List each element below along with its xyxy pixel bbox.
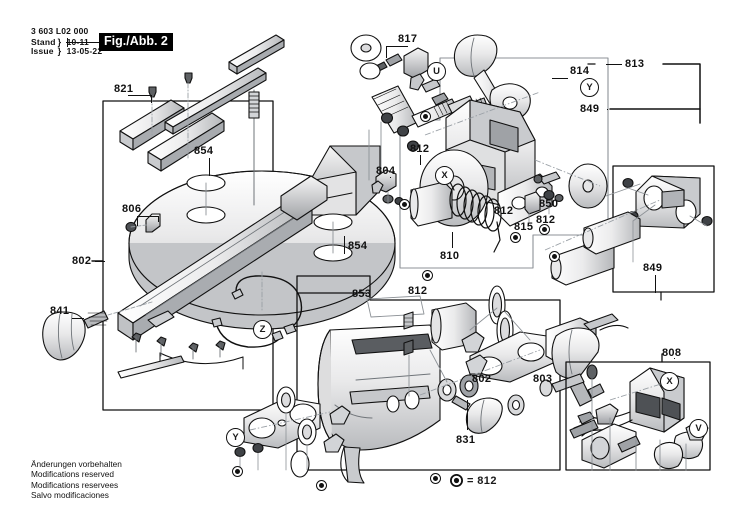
callout-letter-X-bottom: X bbox=[660, 372, 679, 391]
legend-812: = 812 bbox=[450, 474, 497, 487]
issue-date: 13-05-22 bbox=[66, 46, 103, 57]
marker-812-4 bbox=[549, 251, 560, 262]
group-frame-808 bbox=[565, 353, 711, 471]
leader-813 bbox=[606, 64, 622, 66]
part-main-casting bbox=[419, 99, 553, 227]
leader-806-h bbox=[137, 216, 159, 218]
part-label-808: 808 bbox=[662, 347, 682, 359]
part-label-812-a: 812 bbox=[410, 143, 430, 155]
part-label-821: 821 bbox=[114, 83, 134, 95]
footnote-line-4: Salvo modificaciones bbox=[31, 490, 109, 501]
part-803-parts bbox=[539, 313, 629, 407]
part-label-812-b: 812 bbox=[494, 205, 514, 217]
marker-812-3 bbox=[539, 224, 550, 235]
legend-text: = 812 bbox=[467, 474, 497, 487]
part-label-812-d: 812 bbox=[408, 285, 428, 297]
part-label-841: 841 bbox=[50, 305, 70, 317]
leader-854-bottom-v bbox=[344, 236, 346, 254]
leader-810-v bbox=[452, 232, 454, 248]
part-label-831: 831 bbox=[456, 434, 476, 446]
leader-854-top-v bbox=[209, 158, 211, 176]
leader-853 bbox=[366, 293, 367, 295]
leader-821-v bbox=[151, 95, 153, 103]
leader-817-v bbox=[386, 46, 388, 58]
part-label-854-top: 854 bbox=[194, 145, 214, 157]
part-label-849-top: 849 bbox=[580, 103, 600, 115]
part-label-804: 804 bbox=[376, 165, 396, 177]
part-806-bracket bbox=[125, 213, 161, 233]
part-853-exploded-row bbox=[386, 285, 561, 434]
callout-letter-X-mid: X bbox=[435, 166, 454, 185]
part-label-853: 853 bbox=[352, 288, 372, 300]
leader-806-v2 bbox=[158, 216, 160, 222]
callout-letter-V: V bbox=[689, 419, 708, 438]
leader-808 bbox=[674, 358, 675, 360]
marker-812-5 bbox=[422, 270, 433, 281]
footnote-line-2: Modifications reserved bbox=[31, 469, 115, 480]
part-top-washers bbox=[350, 34, 382, 80]
leader-849-top bbox=[607, 109, 608, 111]
part-821-rails bbox=[119, 34, 285, 172]
leader-841 bbox=[72, 318, 84, 320]
part-label-815: 815 bbox=[514, 221, 534, 233]
footnote-line-1: Änderungen vorbehalten bbox=[31, 459, 122, 469]
callout-letter-Y-top: Y bbox=[580, 78, 599, 97]
part-label-814: 814 bbox=[570, 65, 590, 77]
brace-top: } bbox=[57, 36, 62, 47]
stand-label: Stand bbox=[31, 36, 56, 47]
marker-812-1 bbox=[420, 111, 431, 122]
issue-label: Issue bbox=[31, 46, 54, 57]
leader-814 bbox=[552, 78, 568, 80]
misc-left-clips bbox=[117, 310, 226, 379]
leader-817 bbox=[386, 46, 408, 48]
marker-812-6 bbox=[232, 466, 243, 477]
part-817-assembly bbox=[368, 47, 459, 187]
brace-bottom: } bbox=[57, 46, 62, 57]
part-label-813: 813 bbox=[625, 58, 645, 70]
part-815-850 bbox=[524, 163, 608, 223]
leader-804 bbox=[390, 177, 391, 179]
leader-821 bbox=[128, 95, 152, 97]
leader-806-v bbox=[137, 216, 139, 226]
group-frame-813 bbox=[587, 63, 701, 124]
part-label-810: 810 bbox=[440, 250, 460, 262]
part-label-803: 803 bbox=[533, 373, 553, 385]
part-label-802-left: 802 bbox=[72, 255, 92, 267]
leader-831-v bbox=[467, 400, 469, 430]
part-label-812-c: 812 bbox=[536, 214, 556, 226]
leader-802-left bbox=[95, 261, 105, 263]
figure-number-badge: Fig./Abb. 2 bbox=[99, 33, 173, 51]
part-label-802-bottom: 802 bbox=[472, 373, 492, 385]
part-bottom-y-group bbox=[234, 386, 351, 478]
marker-812-2 bbox=[399, 199, 410, 210]
part-label-849-right: 849 bbox=[643, 262, 663, 274]
part-853-housing bbox=[317, 295, 441, 484]
leader-812a bbox=[420, 155, 422, 165]
footnote-line-3: Modifications reservees bbox=[31, 479, 119, 490]
callout-letter-Z: Z bbox=[253, 320, 272, 339]
marker-812-7 bbox=[316, 480, 327, 491]
part-label-850: 850 bbox=[539, 198, 559, 210]
part-810-spring bbox=[409, 171, 502, 253]
leader-849r-v bbox=[655, 275, 657, 293]
part-841-knob bbox=[42, 301, 153, 361]
part-808-switch bbox=[569, 364, 709, 470]
part-849-housing bbox=[550, 175, 713, 286]
callout-letter-Y-bottom: Y bbox=[226, 428, 245, 447]
part-number: 3 603 L02 000 bbox=[31, 26, 89, 36]
marker-812-8 bbox=[430, 473, 441, 484]
part-802-turntable bbox=[117, 89, 396, 370]
part-z-snap-rings bbox=[211, 271, 303, 348]
marker-812-9 bbox=[510, 232, 521, 243]
filled-ring-icon bbox=[450, 474, 463, 487]
callout-letter-U: U bbox=[427, 62, 446, 81]
part-label-854-bottom: 854 bbox=[348, 240, 368, 252]
part-label-806: 806 bbox=[122, 203, 142, 215]
part-label-817: 817 bbox=[398, 33, 418, 45]
